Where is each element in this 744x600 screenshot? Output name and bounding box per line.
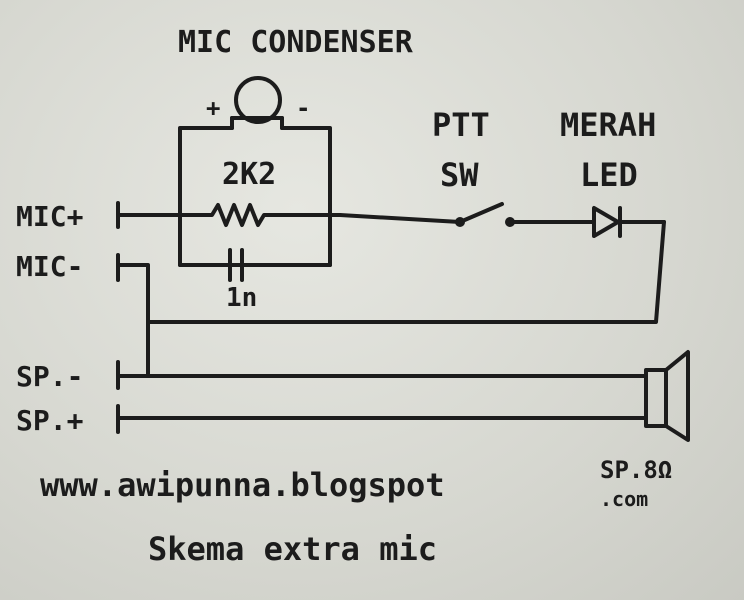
terminal-mic-plus: MIC+ [16,200,83,233]
led-merah [592,206,666,238]
website-suffix: .com [600,487,648,511]
wire-led-return [146,220,666,324]
ptt-switch [455,202,515,227]
mic-title: MIC CONDENSER [178,25,414,60]
sw-label: SW [440,156,479,194]
mic-plus-sign: + [206,94,220,122]
terminal-sp-plus: SP.+ [16,404,83,437]
terminal-mic-minus: MIC- [16,250,83,283]
wire-mic-minus [116,263,150,378]
terminal-sp-minus: SP.- [16,360,83,393]
resistor-2k2 [178,203,342,227]
wire-to-ptt [338,213,462,224]
capacitor-1n [178,248,332,282]
ptt-label: PTT [432,106,490,144]
led-label: LED [580,156,638,194]
mic-bias-loop [178,126,332,267]
website-text: www.awipunna.blogspot [40,466,445,504]
speaker-label: SP.8Ω [600,456,672,484]
led-color-label: MERAH [560,106,656,144]
caption: Skema extra mic [148,530,437,568]
mic-minus-sign: - [296,94,310,122]
resistor-label: 2K2 [222,157,276,192]
capacitor-label: 1n [226,283,257,313]
speaker-icon [644,350,690,442]
mic-condenser [230,76,284,130]
